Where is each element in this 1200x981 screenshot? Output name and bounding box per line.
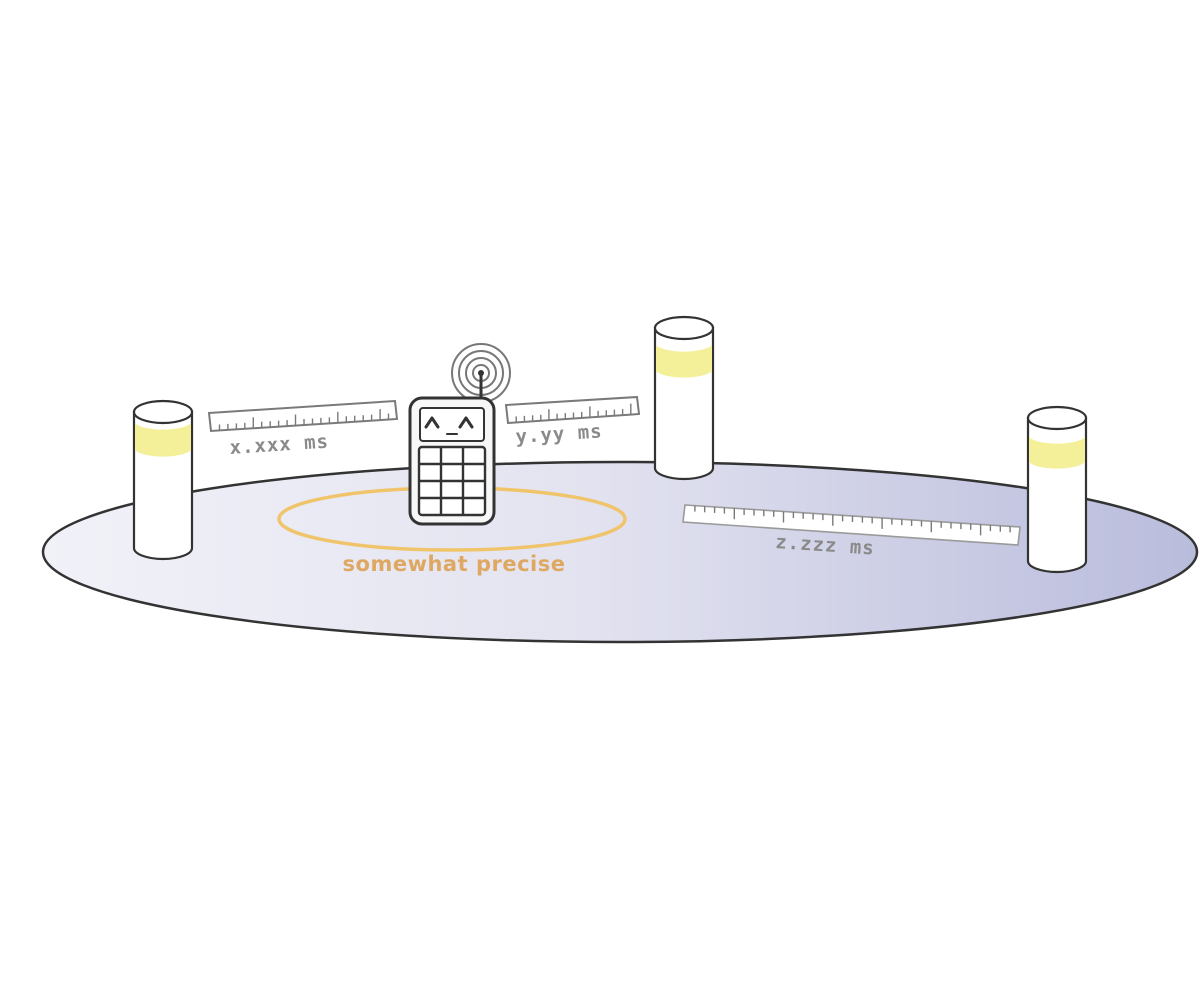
beacon-cylinder-right [1026,405,1088,574]
ruler-middle: y.yy ms [504,395,641,448]
keypad-grid [417,445,487,517]
ruler-left-ticks [218,409,390,431]
beacon-cylinder-left [132,399,194,561]
ruler-right-ticks [694,505,1011,536]
ruler-left-label: x.xxx ms [229,431,330,459]
beacon-cylinder-center [653,315,715,481]
platform-disk [41,460,1199,644]
ruler-left: x.xxx ms [207,399,399,459]
ruler-middle-ticks [515,403,632,423]
precision-label: somewhat precise [343,552,566,576]
happy-face-icon [424,416,474,435]
ruler-middle-label: y.yy ms [515,420,603,448]
mobile-device-icon [408,343,511,526]
